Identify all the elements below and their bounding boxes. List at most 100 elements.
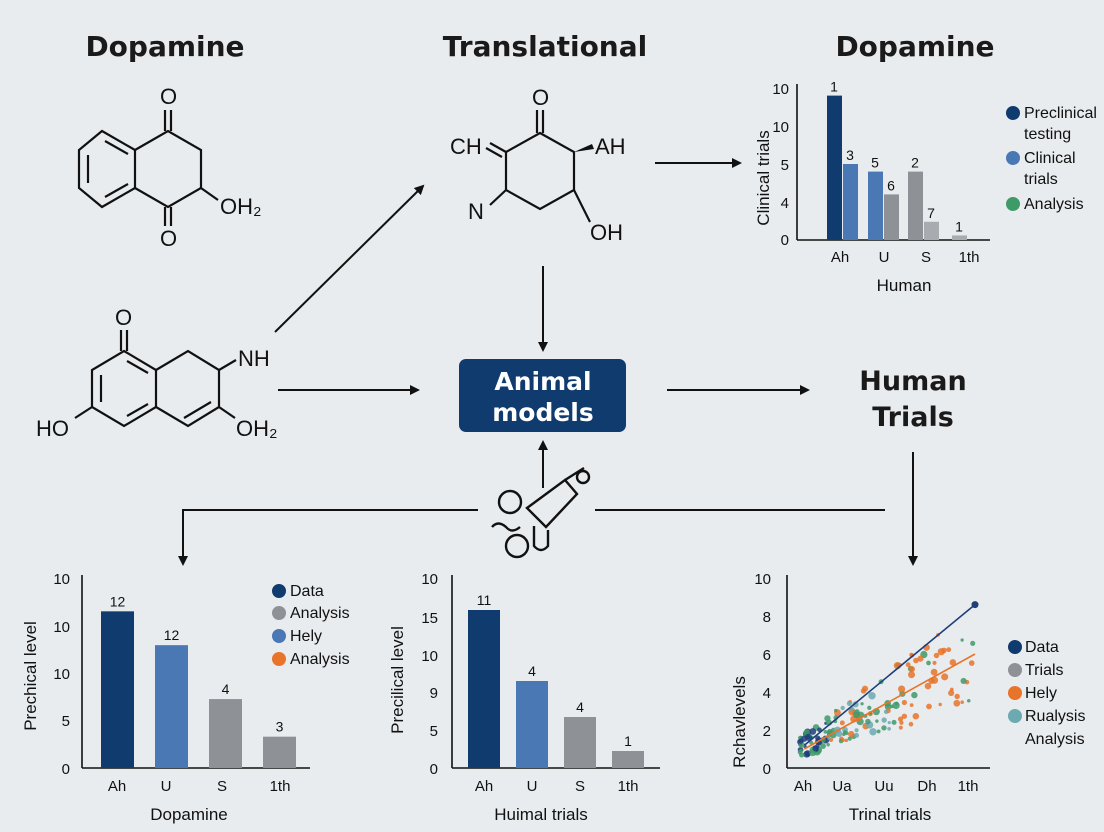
c4-point bbox=[809, 740, 814, 745]
animal-models-line2: models bbox=[492, 398, 594, 427]
c2-ytick: 10 bbox=[53, 619, 70, 636]
c4-point bbox=[854, 709, 860, 715]
c1-xtick: Ah bbox=[831, 249, 849, 266]
c1-ytick: 0 bbox=[781, 232, 789, 249]
c4-point bbox=[823, 729, 828, 734]
c1-xtick: 1th bbox=[959, 249, 980, 266]
c4-point bbox=[840, 705, 845, 711]
c4-point bbox=[826, 742, 830, 747]
c4-point bbox=[899, 720, 904, 725]
c4-point bbox=[883, 709, 889, 715]
c2-ytick: 10 bbox=[53, 666, 70, 683]
c4-point bbox=[968, 660, 975, 666]
c1-xtick: S bbox=[921, 249, 931, 266]
arrow-left-branch bbox=[178, 509, 478, 566]
c2-legend-label: Analysis bbox=[290, 605, 350, 622]
c4-point bbox=[815, 735, 821, 741]
c2-xlabel: Dopamine bbox=[150, 805, 228, 824]
c4-ytick: 8 bbox=[763, 609, 771, 626]
c4-ytick: 4 bbox=[763, 685, 771, 702]
c4-point bbox=[848, 730, 855, 738]
c1-bar-1th-3 bbox=[952, 235, 967, 240]
c4-point bbox=[898, 725, 903, 730]
c4-legend-label: Data bbox=[1025, 639, 1059, 656]
c2-legend-dot bbox=[272, 629, 286, 643]
c4-xlabel: Trinal trials bbox=[849, 805, 932, 824]
c4-point bbox=[881, 717, 887, 723]
c3-data-label: 4 bbox=[528, 663, 536, 679]
c4-legend-label: Hely bbox=[1025, 685, 1057, 702]
c1-ytick: 5 bbox=[781, 157, 789, 174]
c4-point bbox=[820, 743, 826, 749]
c3-xtick: U bbox=[527, 778, 538, 795]
molecule-top-left: O O OH₂ bbox=[77, 84, 262, 251]
c4-point bbox=[805, 751, 811, 757]
c4-point bbox=[868, 692, 876, 700]
tc-ch: CH bbox=[450, 134, 482, 159]
c3-xtick: S bbox=[575, 778, 585, 795]
c4-point bbox=[841, 738, 845, 743]
c4-xtick: Ah bbox=[794, 778, 812, 795]
c4-ytick: 10 bbox=[754, 571, 771, 588]
c3-ytick: 9 bbox=[430, 685, 438, 702]
c4-point bbox=[839, 720, 845, 726]
c4-point bbox=[946, 647, 952, 653]
c4-point bbox=[847, 736, 852, 741]
c1-xtick: U bbox=[879, 249, 890, 266]
arrow-mid-left-to-top-center bbox=[274, 184, 425, 333]
c1-bar-Ah-0 bbox=[827, 95, 842, 240]
c1-bar-Ah-1 bbox=[843, 164, 858, 240]
c4-xtick: Ua bbox=[832, 778, 852, 795]
c2-xtick: S bbox=[217, 778, 227, 795]
c1-legend-dot bbox=[1006, 151, 1020, 165]
c2-bar-1th bbox=[263, 736, 296, 768]
c4-point bbox=[827, 736, 831, 740]
c2-legend-dot bbox=[272, 584, 286, 598]
c4-xtick: 1th bbox=[958, 778, 979, 795]
c3-xlabel: Huimal trials bbox=[494, 805, 588, 824]
c4-point bbox=[908, 721, 914, 727]
c4-point bbox=[824, 715, 831, 722]
c3-ytick: 15 bbox=[421, 610, 438, 627]
c4-point bbox=[897, 685, 906, 693]
c4-point bbox=[926, 703, 932, 710]
c4-point bbox=[842, 730, 847, 734]
c2-legend-label: Analysis bbox=[290, 651, 350, 668]
ml-nh: NH bbox=[238, 346, 270, 371]
title-translational: Translational bbox=[443, 30, 647, 63]
c4-point bbox=[930, 668, 938, 676]
c1-data-label: 1 bbox=[830, 79, 838, 95]
c4-point bbox=[909, 703, 914, 707]
c4-point bbox=[835, 730, 843, 737]
c4-point bbox=[953, 699, 961, 707]
c3-bar-S bbox=[564, 717, 596, 768]
c3-xtick: 1th bbox=[618, 778, 639, 795]
c1-bar-S-2 bbox=[908, 171, 923, 240]
c4-xtick: Dh bbox=[917, 778, 936, 795]
c1-legend-dot bbox=[1006, 197, 1020, 211]
tc-o: O bbox=[532, 85, 549, 110]
c2-legend-label: Data bbox=[290, 583, 324, 600]
c4-point bbox=[887, 720, 891, 725]
c4-point bbox=[894, 701, 899, 706]
c2-data-label: 3 bbox=[276, 719, 284, 735]
c4-legend-dot bbox=[1008, 686, 1022, 700]
c1-bar-U-2 bbox=[884, 194, 899, 240]
c3-bar-U bbox=[516, 681, 548, 768]
c4-point bbox=[937, 648, 945, 656]
c1-bar-U-1 bbox=[868, 171, 883, 240]
c4-point bbox=[949, 659, 957, 666]
c1-data-label: 7 bbox=[927, 205, 935, 221]
c4-legend-label: Trials bbox=[1025, 662, 1064, 679]
c1-data-label: 5 bbox=[871, 155, 879, 171]
animal-models-line1: Animal bbox=[494, 367, 591, 396]
c4-point bbox=[967, 698, 971, 703]
animal-models-box[interactable]: Animal models bbox=[459, 359, 626, 432]
c1-data-label: 6 bbox=[887, 177, 895, 193]
c1-bar-S-3 bbox=[924, 221, 939, 240]
c4-point bbox=[865, 718, 871, 725]
c4-point bbox=[926, 660, 931, 666]
